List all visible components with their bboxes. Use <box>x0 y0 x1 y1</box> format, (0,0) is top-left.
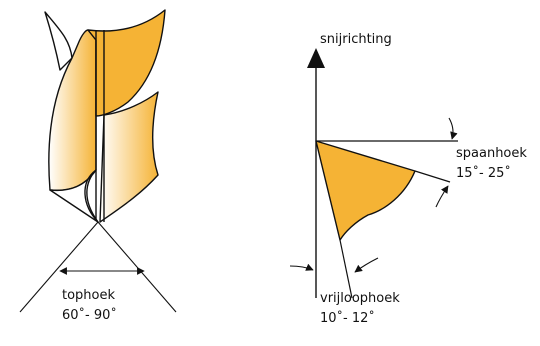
drill-top-left-flute <box>44 11 73 71</box>
point-angle-lines <box>19 221 177 313</box>
clearance-angle-range: 10˚- 12˚ <box>320 310 375 326</box>
cutting-direction-arrowhead <box>307 48 325 68</box>
cutting-wedge <box>315 140 416 241</box>
rake-angle-range: 15˚- 25˚ <box>456 165 511 181</box>
point-angle-range: 60˚- 90˚ <box>62 307 117 323</box>
clearance-angle-arrow-right <box>354 257 379 273</box>
drill-top-right-flute <box>87 9 166 117</box>
rake-angle-label: spaanhoek <box>456 146 527 161</box>
drill-bit <box>44 9 166 223</box>
point-line-right <box>97 221 177 313</box>
clearance-angle-arrow-left <box>289 263 314 271</box>
rake-face-line <box>414 170 451 183</box>
clearance-angle-label: vrijloophoek <box>320 291 400 306</box>
rake-angle-arrow-bottom <box>435 185 449 208</box>
rake-angle-arrow-top <box>448 117 458 140</box>
cutting-wedge-diagram <box>289 48 458 299</box>
point-angle-label: tophoek <box>62 288 115 303</box>
cutting-direction-label: snijrichting <box>320 32 392 47</box>
point-line-left <box>19 221 99 313</box>
clearance-face-line <box>339 239 353 299</box>
drill-lip-curve <box>84 169 99 223</box>
drill-right-lower-flute <box>99 91 159 223</box>
